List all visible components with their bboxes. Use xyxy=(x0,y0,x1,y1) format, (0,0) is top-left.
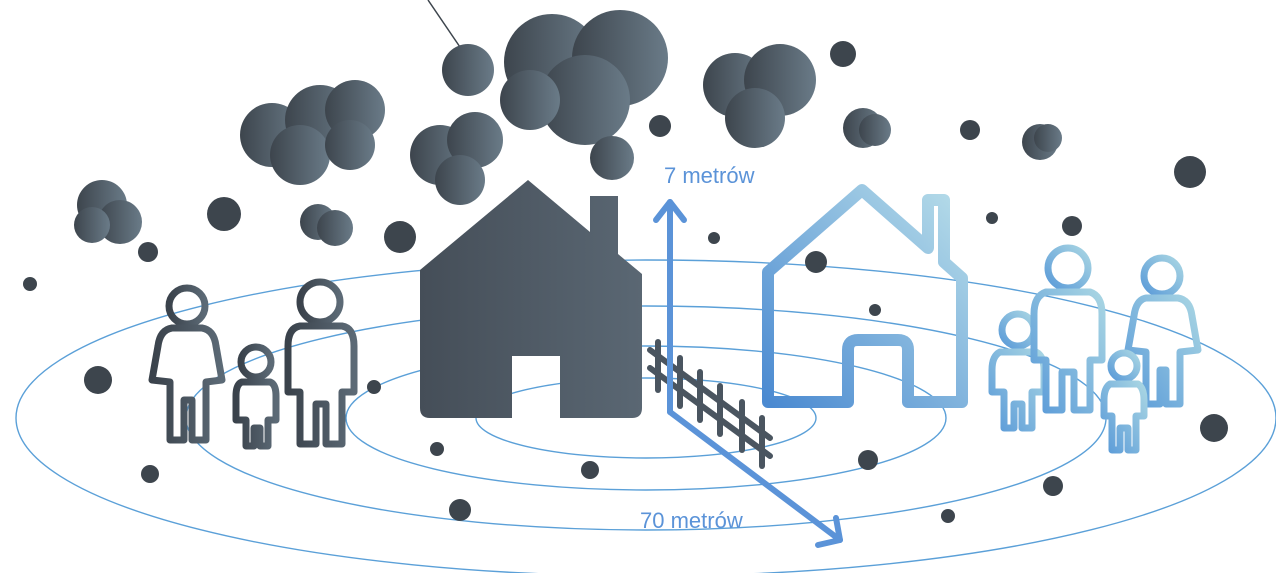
smoke-cloud-icon xyxy=(590,136,634,180)
person-man xyxy=(284,278,358,448)
person-man xyxy=(1030,244,1106,414)
person-woman xyxy=(148,284,226,444)
smog-particles xyxy=(23,41,1228,523)
smoke-cloud-icon xyxy=(410,112,503,205)
house-outline-icon xyxy=(762,184,968,408)
family-icon xyxy=(148,278,358,450)
smoke-clouds xyxy=(74,10,1062,246)
arrow-icon xyxy=(653,199,843,548)
pointer-line xyxy=(427,0,463,51)
smoke-cloud-icon xyxy=(442,44,494,96)
distance-label: 70 metrów xyxy=(640,508,743,533)
ring-outer xyxy=(15,259,1276,573)
smoke-cloud-icon xyxy=(500,10,668,145)
height-label: 7 metrów xyxy=(664,163,755,188)
smoke-cloud-icon xyxy=(1022,124,1062,160)
person-woman xyxy=(1124,254,1202,408)
house-icon xyxy=(420,180,642,418)
smoke-cloud-icon xyxy=(240,80,385,185)
smoke-cloud-icon xyxy=(300,204,353,246)
family-icon xyxy=(988,244,1202,454)
ring-inner xyxy=(345,345,947,491)
smoke-cloud-icon xyxy=(843,108,891,148)
person-child xyxy=(232,343,280,450)
smoke-cloud-icon xyxy=(74,180,142,244)
smoke-cloud-icon xyxy=(703,44,816,148)
person-child xyxy=(1100,349,1148,454)
